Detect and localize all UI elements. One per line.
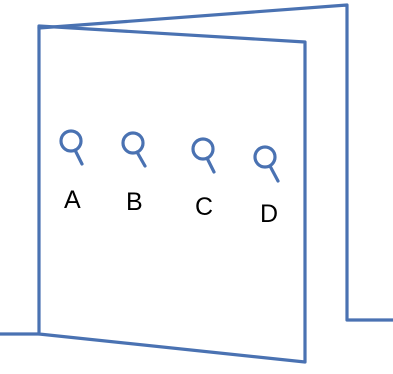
dial-b-label: B (126, 188, 143, 216)
dial-d: D (253, 145, 280, 228)
dial-d-label: D (260, 200, 278, 228)
dial-a-pointer (73, 148, 84, 166)
dial-d-pointer (268, 164, 280, 183)
back-panel (37, 3, 393, 322)
dial-d-ring (253, 145, 277, 169)
dial-c-label: C (195, 193, 213, 221)
dial-b: B (121, 131, 147, 216)
dial-b-ring (121, 131, 145, 155)
dial-b-pointer (135, 150, 147, 168)
dial-c-pointer (205, 156, 216, 174)
dial-a: A (59, 129, 84, 214)
dial-a-ring (59, 129, 83, 153)
dial-a-label: A (64, 186, 81, 214)
front-door-panel (37, 24, 307, 364)
dial-c-ring (191, 137, 215, 161)
dial-c: C (191, 137, 216, 221)
